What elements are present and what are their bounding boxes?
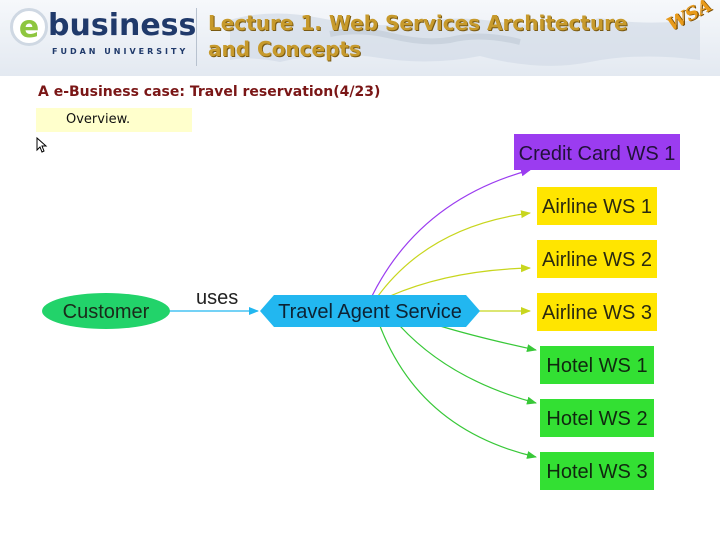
ebusiness-logo: e business FUDAN UNIVERSITY xyxy=(4,4,197,64)
logo-e-mark: e xyxy=(10,8,48,46)
customer-node xyxy=(42,293,170,329)
airline-ws-1-node xyxy=(537,187,657,225)
edge-agent-to-credit-card xyxy=(371,168,531,297)
travel-agent-label: Travel Agent Service xyxy=(278,301,462,323)
airline-ws-2-node xyxy=(537,240,657,278)
hotel-ws-2-label: Hotel WS 2 xyxy=(546,408,647,430)
world-map-background xyxy=(230,13,700,66)
uses-label: uses xyxy=(196,287,238,309)
edge-agent-to-hotel-1 xyxy=(439,325,537,353)
edge-agent-to-airline-2 xyxy=(389,264,531,297)
overview-label: Overview. xyxy=(36,108,192,132)
travel-agent-node xyxy=(260,295,480,327)
customer-label: Customer xyxy=(63,301,150,323)
hotel-ws-3-label: Hotel WS 3 xyxy=(546,461,647,483)
hotel-ws-1-label: Hotel WS 1 xyxy=(546,355,647,377)
hotel-ws-1-node xyxy=(540,346,654,384)
header-divider xyxy=(196,8,197,66)
hotel-ws-2-node xyxy=(540,399,654,437)
lecture-title: Lecture 1. Web Services Architecture and… xyxy=(208,10,658,62)
lecture-title-line-2: and Concepts xyxy=(208,37,361,61)
edge-agent-to-hotel-2 xyxy=(399,325,537,405)
credit-card-node xyxy=(514,134,680,170)
airline-ws-2-label: Airline WS 2 xyxy=(542,249,652,271)
credit-card-label: Credit Card WS 1 xyxy=(519,143,676,165)
airline-ws-1-label: Airline WS 1 xyxy=(542,196,652,218)
hotel-ws-3-node xyxy=(540,452,654,490)
airline-ws-3-label: Airline WS 3 xyxy=(542,302,652,324)
slide-subtitle: A e-Business case: Travel reservation(4/… xyxy=(38,84,381,100)
logo-subtitle: FUDAN UNIVERSITY xyxy=(52,47,189,56)
edge-agent-to-airline-1 xyxy=(377,210,531,297)
airline-ws-3-node xyxy=(537,293,657,331)
edge-agent-to-hotel-3 xyxy=(379,325,537,459)
logo-wordmark: business xyxy=(48,8,197,43)
mouse-cursor-icon xyxy=(36,136,48,153)
slide-header: e business FUDAN UNIVERSITY Lecture 1. W… xyxy=(0,0,720,76)
lecture-title-line-1: Lecture 1. Web Services Architecture xyxy=(208,11,628,35)
